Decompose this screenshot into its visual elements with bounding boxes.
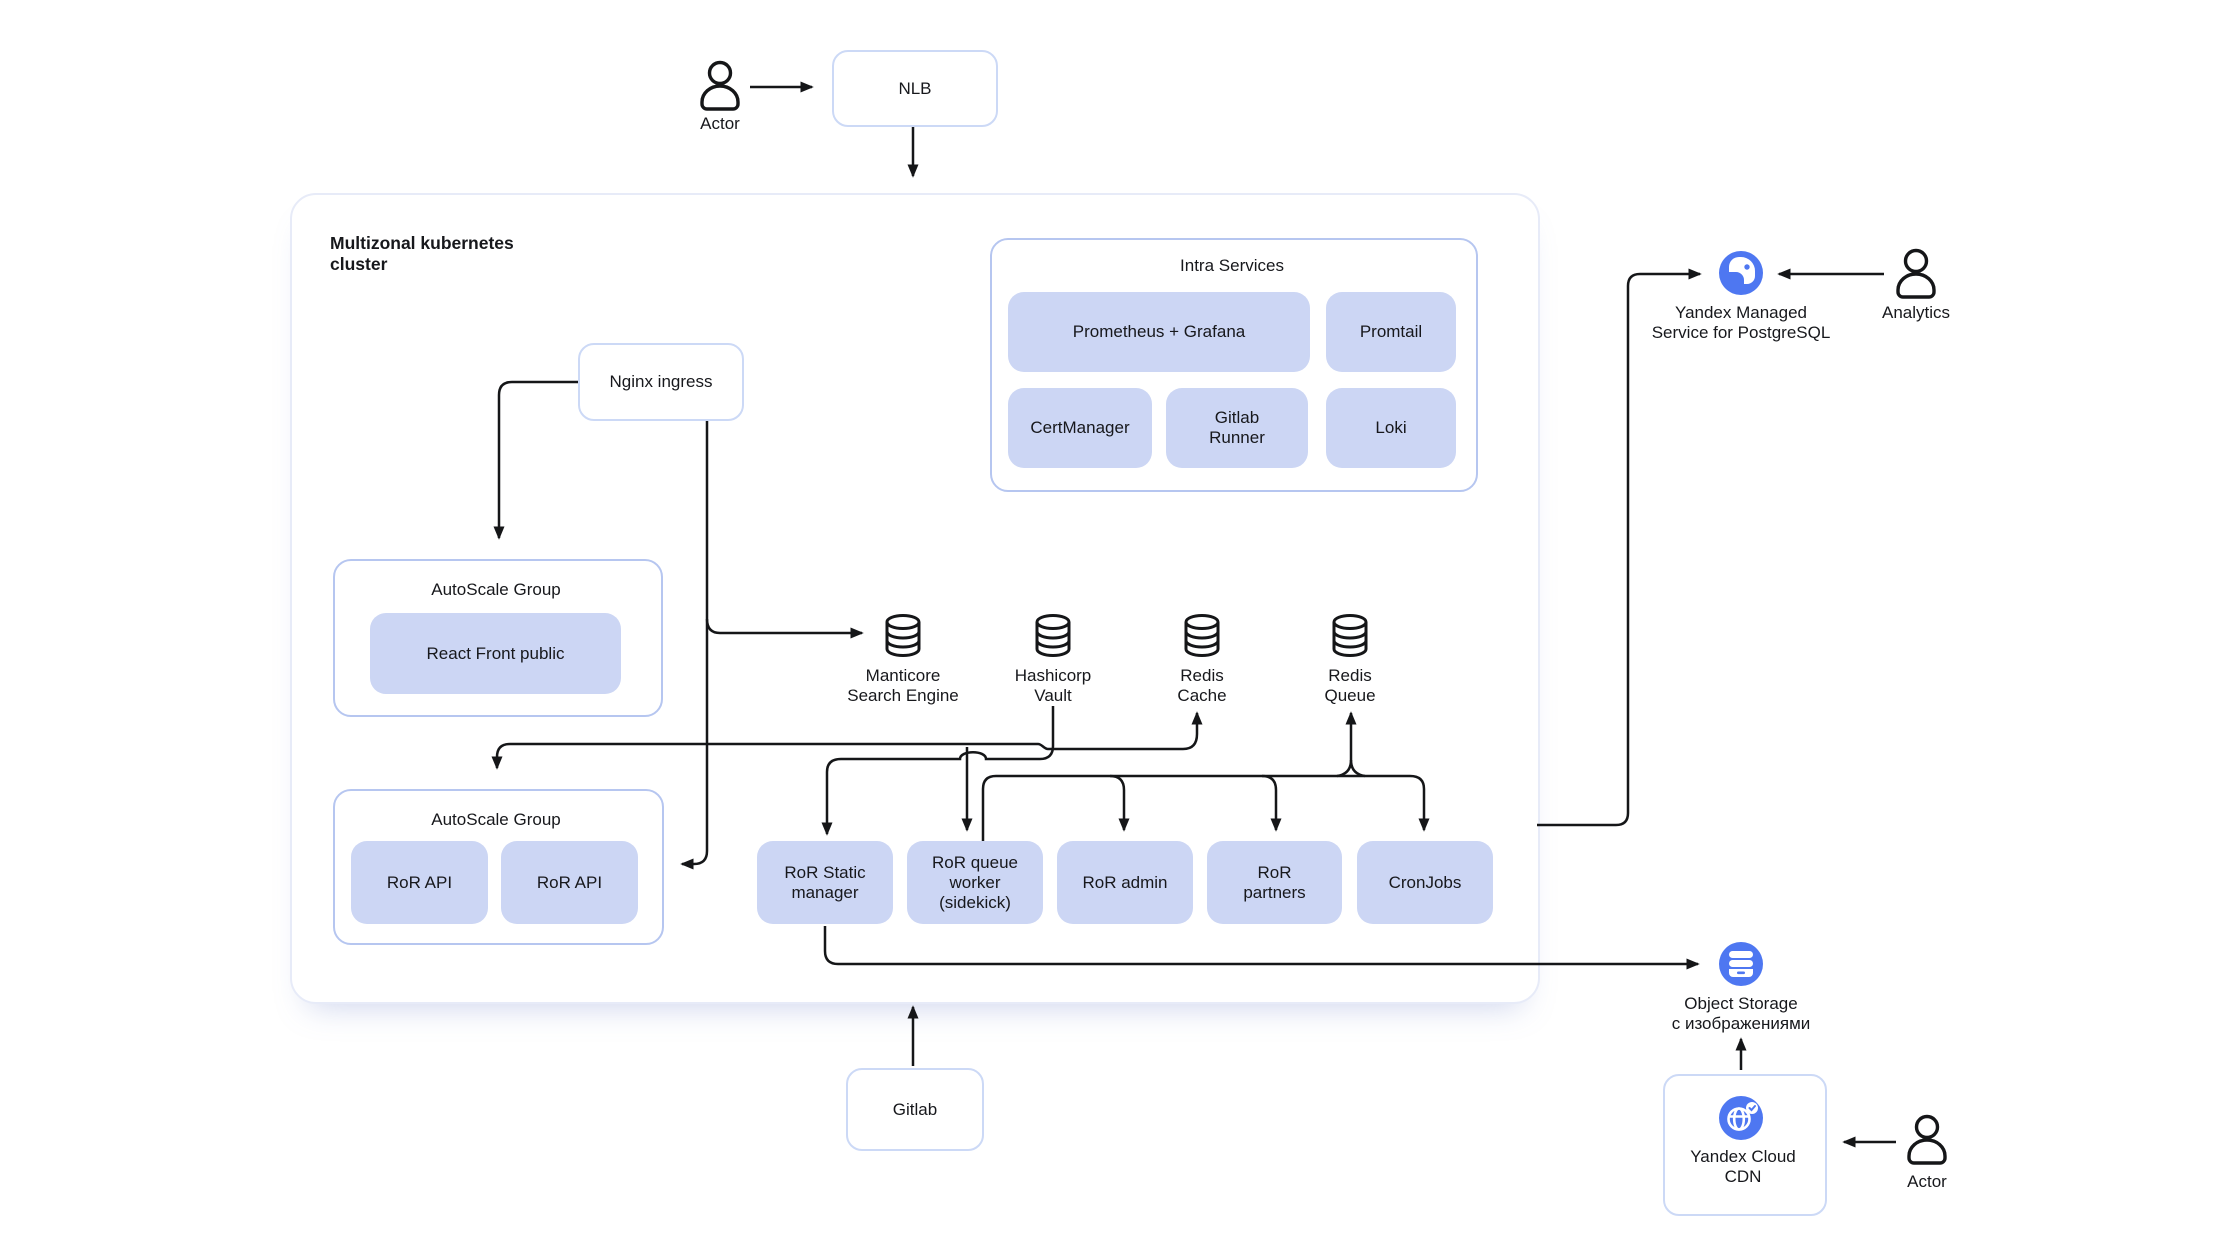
redis-cache-label: Redis Cache [1177,666,1227,705]
nginx-ingress-node[interactable]: Nginx ingress [578,343,744,421]
actor-top-label: Actor [700,114,740,133]
actor-icon[interactable] [700,60,740,111]
react-front-label: React Front public [426,643,565,663]
service-label: Prometheus + Grafana [1072,322,1246,341]
asg-api-title: AutoScale Group [431,810,561,829]
ror-api-node[interactable]: RoR API [501,841,638,924]
worker-label: RoR Static manager [784,862,866,902]
cluster-title: Multizonal kubernetes cluster [330,233,514,274]
service-certmanager[interactable]: CertManager [1008,388,1152,468]
intra-services-group[interactable] [990,238,1478,492]
nlb-node[interactable]: NLB [832,50,998,127]
cdn-node[interactable] [1663,1074,1827,1216]
service-label: CertManager [1030,418,1130,437]
manticore-label: Manticore Search Engine [847,666,959,705]
worker-label: RoR queue worker (sidekick) [931,852,1018,912]
ror-api-label: RoR API [386,872,453,892]
worker-label: RoR admin [1082,872,1168,892]
gitlab-node[interactable]: Gitlab [846,1068,984,1151]
object-storage-icon[interactable] [1719,942,1763,986]
worker-cronjobs[interactable]: CronJobs [1357,841,1493,924]
redis-queue-label: Redis Queue [1324,666,1376,705]
asg-api-group[interactable] [333,789,664,945]
postgres-label: Yandex Managed Service for PostgreSQL [1651,303,1831,342]
cdn-label: Yandex Cloud CDN [1690,1147,1796,1186]
edge-cluster-to-postgres [1537,268,1702,827]
gitlab-label: Gitlab [892,1099,938,1119]
nlb-label: NLB [898,78,932,98]
service-loki[interactable]: Loki [1326,388,1456,468]
ror-api-node[interactable]: RoR API [351,841,488,924]
service-gitlab-runner[interactable]: Gitlab Runner [1166,388,1308,468]
analytics-person-icon[interactable] [1896,248,1936,299]
service-label: Loki [1375,418,1407,437]
worker-ror-static-manager[interactable]: RoR Static manager [757,841,893,924]
react-front-node[interactable]: React Front public [370,613,621,694]
nginx-label: Nginx ingress [609,372,713,391]
asg-front-title: AutoScale Group [431,580,561,599]
worker-ror-admin[interactable]: RoR admin [1057,841,1193,924]
postgres-elephant-icon[interactable] [1719,251,1763,295]
hashicorp-vault-label: Hashicorp Vault [1014,666,1092,705]
analytics-label: Analytics [1881,303,1951,322]
actor-bottom-icon[interactable] [1907,1114,1947,1165]
object-storage-label: Object Storage с изображениями [1671,994,1811,1033]
service-prometheus-grafana[interactable]: Prometheus + Grafana [1008,292,1310,372]
service-promtail[interactable]: Promtail [1326,292,1456,372]
ror-api-label: RoR API [536,872,603,892]
worker-ror-partners[interactable]: RoR partners [1207,841,1342,924]
intra-services-title: Intra Services [1180,256,1284,275]
service-label: Gitlab Runner [1209,408,1265,447]
worker-ror-queue-worker[interactable]: RoR queue worker (sidekick) [907,841,1043,924]
actor-bottom-label: Actor [1907,1172,1947,1191]
worker-label: CronJobs [1388,872,1462,892]
service-label: Promtail [1359,322,1423,341]
worker-label: RoR partners [1243,862,1306,902]
